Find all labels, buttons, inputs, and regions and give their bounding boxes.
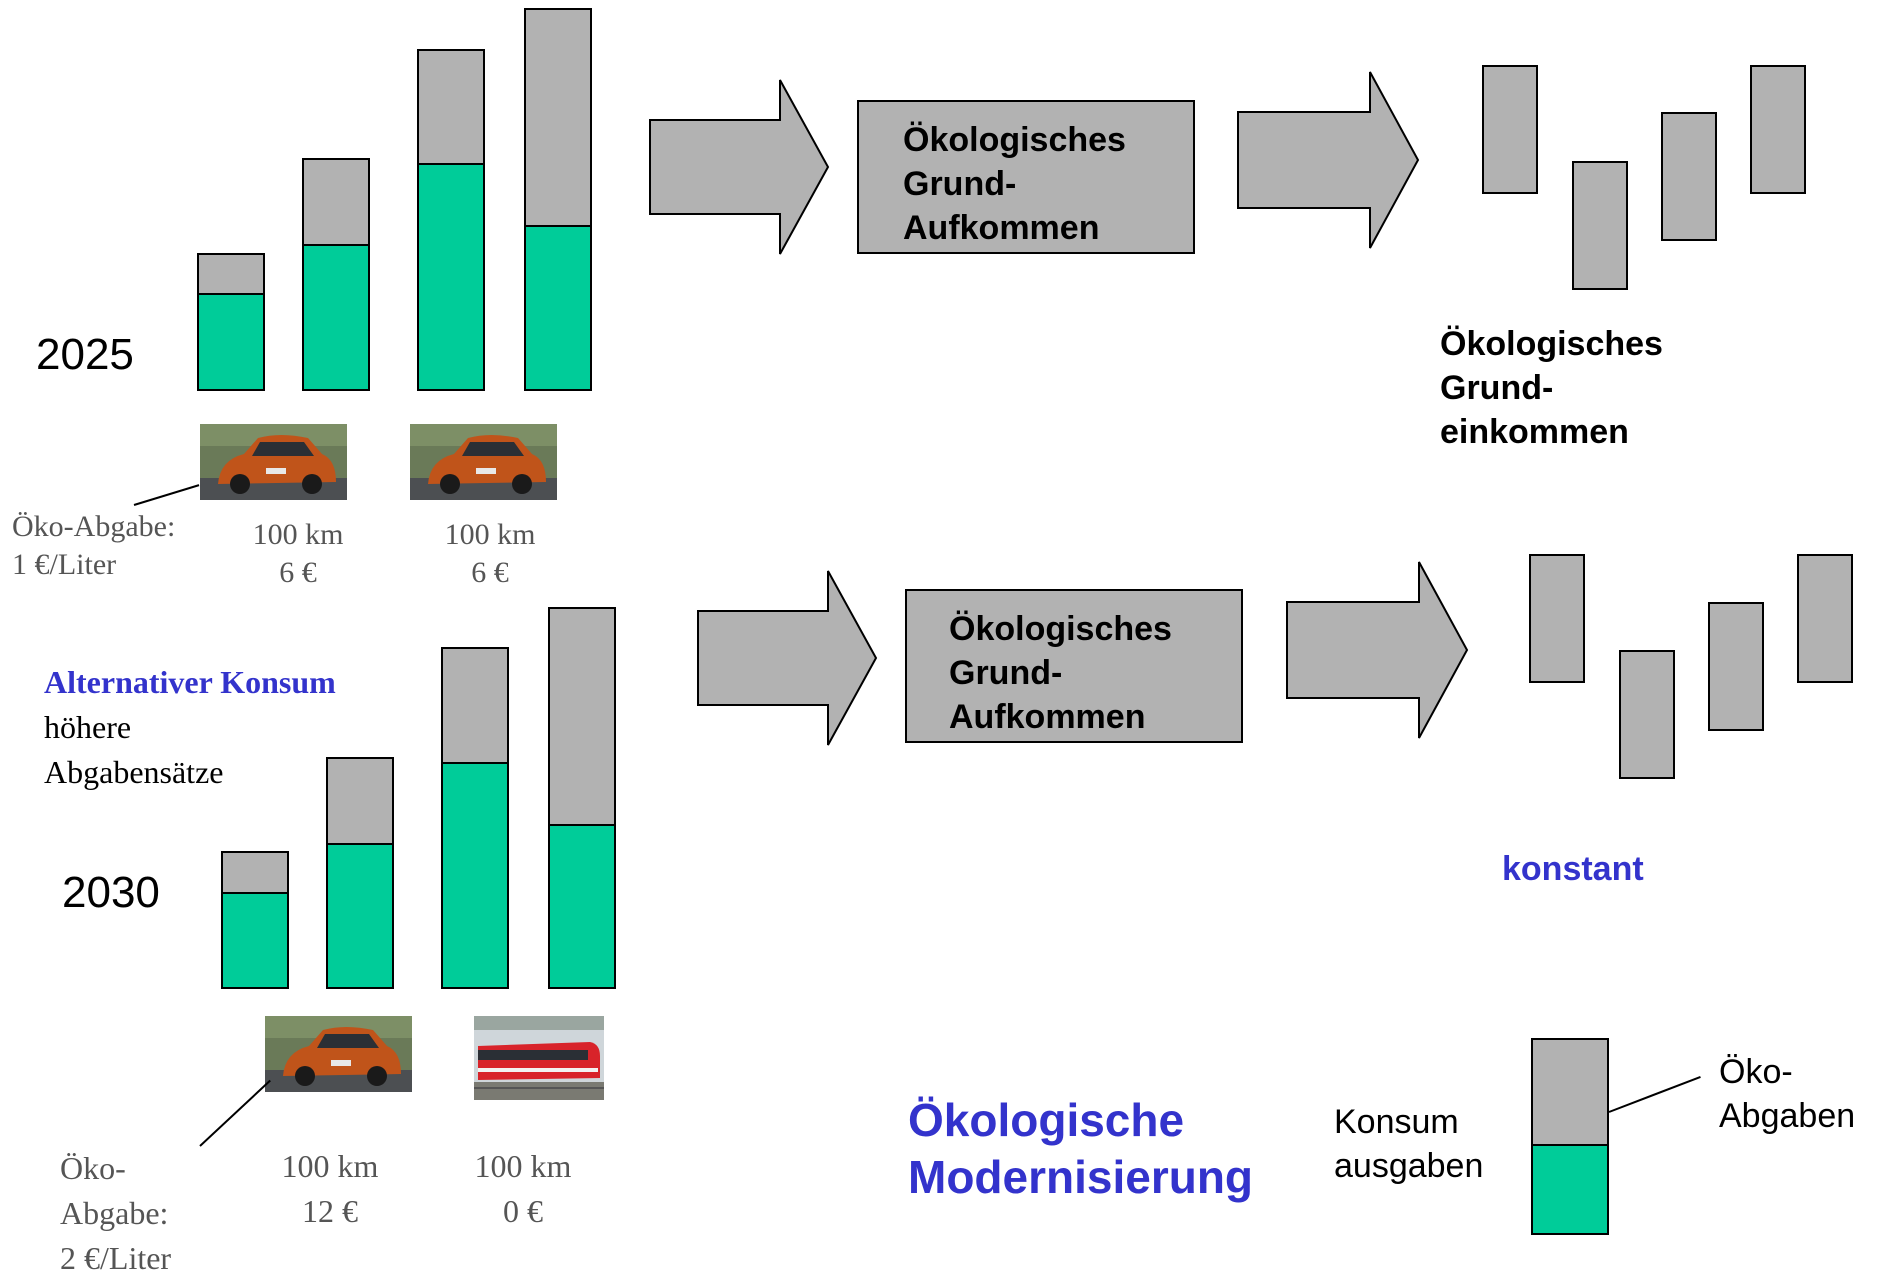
car-photo-2025-1 xyxy=(200,424,347,500)
income-bar-2025-3 xyxy=(1661,112,1717,241)
revenue-box-2030-line2: Grund- xyxy=(949,654,1063,692)
bar-2030-2-levy xyxy=(326,757,394,845)
revenue-box-2030-line3: Aufkommen xyxy=(949,698,1146,736)
income-bar-2025-4 xyxy=(1750,65,1806,194)
bar-2030-4-consumption xyxy=(548,824,616,989)
levy-leader-line-2025 xyxy=(133,484,200,506)
legend-consumption-line1: Konsum xyxy=(1334,1103,1459,1141)
bar-2025-2-levy xyxy=(302,158,370,246)
levy-2025-label: Öko-Abgabe: 1 €/Liter xyxy=(12,508,175,584)
revenue-box-2030-line1: Ökologisches xyxy=(949,610,1172,648)
car-photo-2030 xyxy=(265,1016,412,1092)
bar-2030-3-consumption xyxy=(441,762,509,989)
year-2025-label: 2025 xyxy=(36,330,134,379)
levy-2030-line1: Öko- xyxy=(60,1150,126,1186)
income-bar-2025-1 xyxy=(1482,65,1538,194)
revenue-box-2025-line1: Ökologisches xyxy=(903,121,1126,159)
income-bar-2030-1 xyxy=(1529,554,1585,683)
bar-2030-2-consumption xyxy=(326,843,394,989)
bar-2030-1-consumption xyxy=(221,892,289,989)
alternative-consumption-line3: Abgabensätze xyxy=(44,754,224,790)
bar-2025-1-levy xyxy=(197,253,265,295)
income-label-2025-line1: Ökologisches xyxy=(1440,325,1663,363)
footer-title: Ökologische Modernisierung xyxy=(908,1092,1253,1206)
footer-title-line1: Ökologische xyxy=(908,1094,1185,1146)
arrow-2025-to-revenue xyxy=(648,78,830,256)
constant-label: konstant xyxy=(1502,850,1644,888)
revenue-box-2025-line3: Aufkommen xyxy=(903,209,1100,247)
levy-2025-line1: Öko-Abgabe: xyxy=(12,510,176,543)
alternative-consumption-heading: Alternativer Konsum xyxy=(44,664,336,700)
car-2025-1-cost-label: 100 km 6 € xyxy=(238,516,358,592)
income-bar-2030-2 xyxy=(1619,650,1675,779)
car-2030-distance: 100 km xyxy=(281,1148,379,1184)
car-2030-cost-label: 100 km 12 € xyxy=(265,1144,395,1234)
train-2030-cost: 0 € xyxy=(503,1193,543,1229)
legend-bar-levy xyxy=(1531,1038,1609,1146)
legend-levy-line1: Öko- xyxy=(1719,1053,1793,1091)
train-photo-2030 xyxy=(474,1016,604,1100)
car-2025-2-cost-label: 100 km 6 € xyxy=(430,516,550,592)
levy-2030-line3: 2 €/Liter xyxy=(60,1240,172,1276)
train-2030-cost-label: 100 km 0 € xyxy=(458,1144,588,1234)
legend-bar-consumption xyxy=(1531,1144,1609,1235)
car-2025-1-cost: 6 € xyxy=(279,556,317,589)
car-2025-2-distance: 100 km xyxy=(444,518,536,551)
car-2025-2-cost: 6 € xyxy=(471,556,509,589)
revenue-box-2030: Ökologisches Grund- Aufkommen xyxy=(905,589,1243,743)
income-label-2025-line2: Grund- xyxy=(1440,369,1554,407)
bar-2030-1-levy xyxy=(221,851,289,894)
car-2025-1-distance: 100 km xyxy=(252,518,344,551)
arrow-2030-to-revenue xyxy=(696,569,878,747)
revenue-box-2025-line2: Grund- xyxy=(903,165,1017,203)
legend-leader-line xyxy=(1608,1075,1701,1113)
income-bar-2030-4 xyxy=(1797,554,1853,683)
car-2030-cost: 12 € xyxy=(302,1193,358,1229)
levy-2025-line2: 1 €/Liter xyxy=(12,548,117,581)
year-2030-label: 2030 xyxy=(62,868,160,917)
levy-leader-line-2030 xyxy=(199,1079,271,1147)
car-photo-2025-2 xyxy=(410,424,557,500)
legend-consumption-label: Konsum ausgaben xyxy=(1334,1100,1483,1188)
alternative-consumption-note: Alternativer Konsum höhere Abgabensätze xyxy=(44,660,336,795)
bar-2025-3-levy xyxy=(417,49,485,165)
revenue-box-2025: Ökologisches Grund- Aufkommen xyxy=(857,100,1195,254)
footer-title-line2: Modernisierung xyxy=(908,1151,1254,1203)
bar-2030-3-levy xyxy=(441,647,509,764)
legend-consumption-line2: ausgaben xyxy=(1334,1147,1484,1185)
legend-levy-line2: Abgaben xyxy=(1719,1097,1856,1135)
bar-2025-4-consumption xyxy=(524,225,592,391)
legend-levy-label: Öko- Abgaben xyxy=(1719,1050,1855,1138)
levy-2030-label: Öko- Abgabe: 2 €/Liter xyxy=(60,1146,171,1281)
levy-2030-line2: Abgabe: xyxy=(60,1195,169,1231)
income-bar-2030-3 xyxy=(1708,602,1764,731)
bar-2025-1-consumption xyxy=(197,293,265,391)
income-label-2025: Ökologisches Grund- einkommen xyxy=(1440,322,1663,454)
arrow-2030-to-income xyxy=(1285,560,1469,740)
bar-2025-3-consumption xyxy=(417,163,485,391)
train-2030-distance: 100 km xyxy=(474,1148,572,1184)
arrow-2025-to-income xyxy=(1236,70,1420,250)
alternative-consumption-line2: höhere xyxy=(44,709,132,745)
bar-2025-4-levy xyxy=(524,8,592,227)
income-label-2025-line3: einkommen xyxy=(1440,413,1629,451)
bar-2030-4-levy xyxy=(548,607,616,826)
income-bar-2025-2 xyxy=(1572,161,1628,290)
bar-2025-2-consumption xyxy=(302,244,370,391)
